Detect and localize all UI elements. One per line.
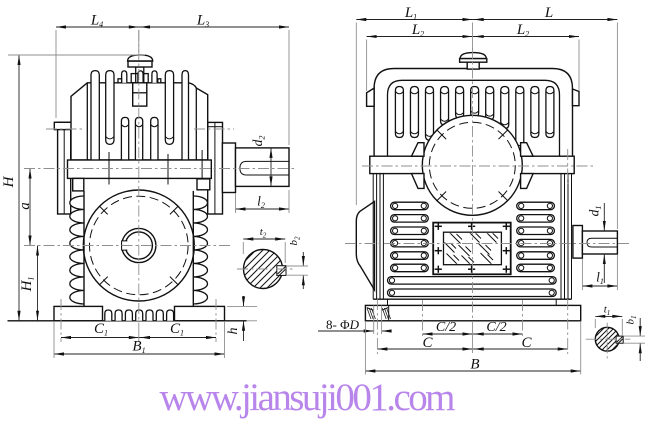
svg-text:b1: b1 <box>625 316 639 325</box>
svg-text:d2: d2 <box>250 136 267 147</box>
svg-text:d1: d1 <box>587 206 604 217</box>
svg-text:C: C <box>422 335 433 351</box>
svg-text:h: h <box>226 328 241 335</box>
svg-text:B: B <box>470 357 479 373</box>
svg-text:l2: l2 <box>257 194 265 211</box>
svg-text:t2: t2 <box>260 226 267 240</box>
svg-text:C/2: C/2 <box>486 320 506 335</box>
svg-text:a: a <box>17 202 33 210</box>
svg-text:b2: b2 <box>288 236 302 246</box>
svg-text:8- ΦD: 8- ΦD <box>326 317 360 332</box>
svg-text:L: L <box>544 5 553 21</box>
svg-text:C: C <box>521 335 532 351</box>
svg-text:www.jiansuji001.com: www.jiansuji001.com <box>160 376 456 419</box>
svg-text:l1: l1 <box>596 270 604 287</box>
svg-text:C/2: C/2 <box>436 320 456 335</box>
svg-text:t1: t1 <box>604 304 611 318</box>
svg-text:H: H <box>1 175 17 188</box>
